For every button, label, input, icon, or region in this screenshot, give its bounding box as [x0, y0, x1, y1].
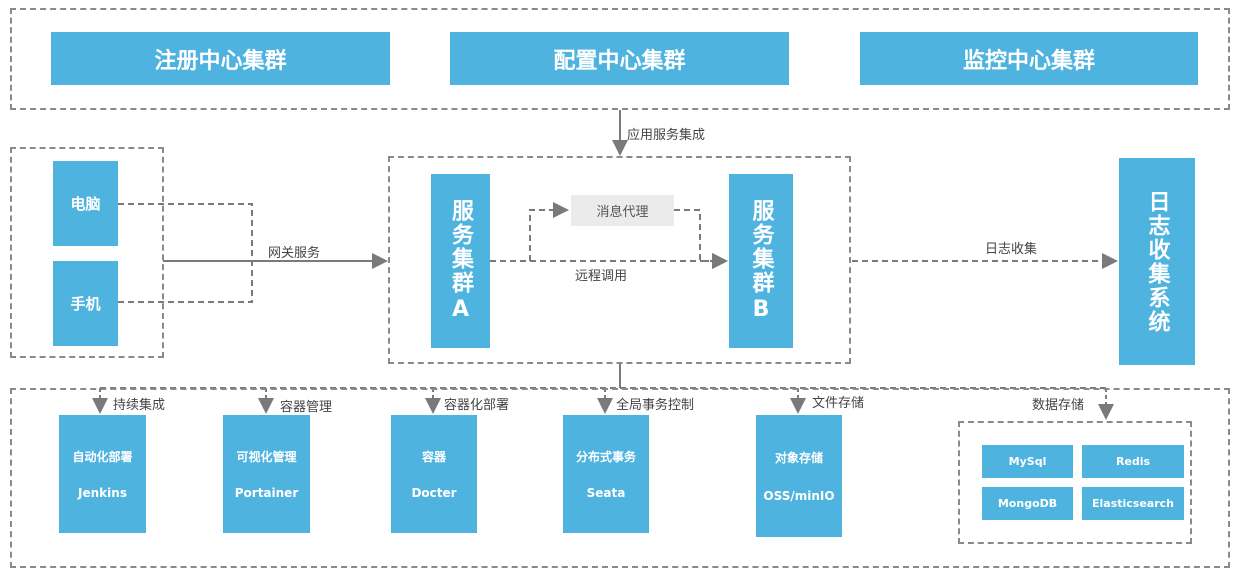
- ci-label: 持续集成: [113, 398, 166, 413]
- db-box-mysql: MySql: [982, 445, 1073, 478]
- container-mgmt-label: 容器管理: [280, 400, 333, 415]
- db-box-elasticsearch: Elasticsearch: [1082, 487, 1184, 520]
- service-box-docter: 容器 Docter: [391, 415, 477, 533]
- client-container: [10, 147, 164, 358]
- remote-call-label: 远程调用: [575, 269, 628, 284]
- service-name: OSS/minIO: [763, 489, 835, 504]
- service-title: 可视化管理: [236, 449, 297, 464]
- service-name: Jenkins: [78, 486, 127, 501]
- service-title: 自动化部署: [72, 449, 133, 464]
- service-name: Docter: [411, 486, 457, 501]
- service-box-oss: 对象存储 OSS/minIO: [756, 415, 842, 537]
- global-tx-label: 全局事务控制: [616, 398, 695, 413]
- pc-client-box: 电脑: [53, 161, 118, 246]
- service-cluster-b-suffix: B: [752, 296, 770, 322]
- service-title: 容器: [421, 449, 446, 464]
- service-cluster-a-suffix: A: [451, 296, 470, 322]
- log-system-box: 日志收集系统: [1119, 158, 1195, 365]
- db-box-mongodb: MongoDB: [982, 487, 1073, 520]
- service-box-seata: 分布式事务 Seata: [563, 415, 649, 533]
- service-cluster-a-chars: 服务集群: [448, 198, 473, 295]
- data-storage-label: 数据存储: [1032, 398, 1085, 413]
- registry-cluster-box: 注册中心集群: [51, 32, 390, 85]
- log-collect-label: 日志收集: [985, 242, 1038, 257]
- service-cluster-container: [388, 156, 851, 364]
- infrastructure-container: [10, 388, 1230, 568]
- phone-client-box: 手机: [53, 261, 118, 346]
- top-cluster-container: [10, 8, 1230, 110]
- container-deploy-label: 容器化部署: [444, 398, 510, 413]
- message-proxy-box: 消息代理: [571, 195, 674, 226]
- database-container: [958, 421, 1192, 544]
- gateway-label: 网关服务: [268, 246, 321, 261]
- service-box-portainer: 可视化管理 Portainer: [223, 415, 310, 533]
- config-cluster-box: 配置中心集群: [450, 32, 789, 85]
- service-title: 分布式事务: [575, 449, 636, 464]
- service-cluster-b-box: 服务集群 B: [729, 174, 793, 348]
- service-name: Portainer: [234, 486, 299, 501]
- service-title: 对象存储: [774, 450, 823, 465]
- file-storage-label: 文件存储: [812, 396, 865, 411]
- db-box-redis: Redis: [1082, 445, 1184, 478]
- service-name: Seata: [586, 486, 626, 501]
- service-cluster-b-chars: 服务集群: [748, 198, 774, 295]
- service-box-jenkins: 自动化部署 Jenkins: [59, 415, 146, 533]
- log-system-chars: 日志收集系统: [1144, 189, 1170, 334]
- service-cluster-a-box: 服务集群 A: [431, 174, 490, 348]
- monitor-cluster-box: 监控中心集群: [860, 32, 1198, 85]
- app-integration-label: 应用服务集成: [627, 128, 706, 143]
